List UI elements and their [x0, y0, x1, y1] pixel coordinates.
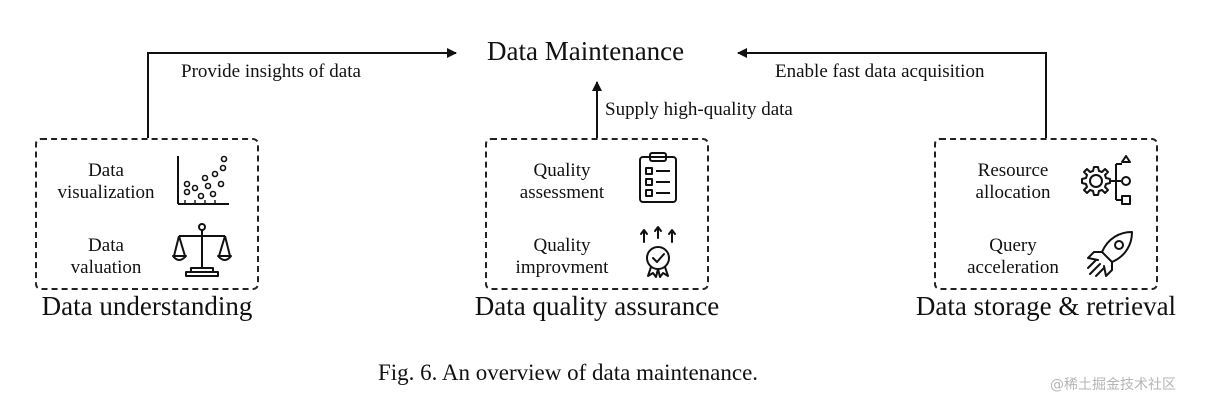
- group-box-data-quality-assurance: [485, 138, 709, 290]
- rocket-icon: [1087, 231, 1133, 277]
- diagram-title: Data Maintenance: [487, 36, 685, 66]
- group-title-data-understanding: Data understanding: [41, 291, 253, 321]
- watermark: @稀土掘金技术社区: [1050, 377, 1176, 393]
- edge-label-middle: Supply high-quality data: [605, 99, 793, 120]
- edge-label-right: Enable fast data acquisition: [775, 61, 985, 82]
- balance-scale-icon: [172, 223, 232, 277]
- checklist-clipboard-icon: [639, 152, 677, 203]
- gear-network-icon: [1081, 155, 1131, 205]
- group-box-data-storage-retrieval: [934, 138, 1158, 290]
- figure-caption: Fig. 6. An overview of data maintenance.: [378, 360, 759, 385]
- left-connector-arrow: [147, 48, 457, 138]
- group-box-data-understanding: [35, 138, 259, 290]
- quality-badge-arrows-icon: [640, 226, 676, 278]
- right-connector-arrow: [737, 48, 1047, 138]
- scatter-plot-icon: [177, 155, 229, 205]
- group-title-data-quality-assurance: Data quality assurance: [474, 291, 720, 321]
- group-title-data-storage-retrieval: Data storage & retrieval: [915, 291, 1177, 321]
- edge-label-left: Provide insights of data: [181, 61, 361, 82]
